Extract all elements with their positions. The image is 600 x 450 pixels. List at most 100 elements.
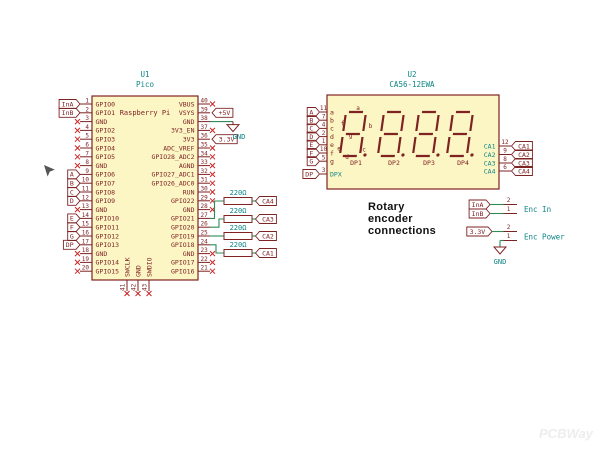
pin-number: 8 — [85, 159, 89, 166]
digit-dp-label: DP1 — [350, 159, 362, 167]
global-label-shape — [468, 208, 491, 219]
noconnect-x — [209, 250, 216, 257]
gnd-symbol — [225, 124, 241, 133]
noconnect-x — [209, 171, 216, 178]
global-label-shape — [254, 196, 277, 206]
pin-name: GPIO6 — [96, 171, 116, 179]
resistor-body — [223, 197, 253, 205]
pin-name: GPIO7 — [96, 180, 116, 188]
noconnect-x — [74, 145, 81, 151]
noconnect-x — [74, 153, 81, 160]
global-label-shape — [58, 99, 81, 109]
pin-name: b — [330, 117, 334, 125]
segment — [400, 115, 405, 131]
noconnect-x — [209, 153, 216, 160]
pin-name: GPIO3 — [96, 136, 116, 144]
global-label-shape — [306, 107, 321, 117]
pin-number: 22 — [201, 256, 209, 263]
wire — [210, 200, 224, 219]
u1-body — [91, 95, 199, 281]
global-label-text: CA1 — [262, 249, 274, 257]
pin-name: GND — [96, 250, 108, 258]
pin-name: GND — [135, 265, 143, 277]
global-label-text: CA4 — [518, 167, 530, 175]
segment — [435, 115, 440, 131]
pin-name: GPIO27_ADC1 — [151, 171, 194, 179]
resistor-value: 220Ω — [230, 207, 247, 215]
global-label-text: F — [70, 224, 74, 232]
pin-number: 2 — [85, 106, 89, 113]
global-label-text: D — [309, 133, 313, 141]
resistor-body — [223, 215, 253, 223]
global-label-shape — [468, 199, 491, 210]
pin-number: 34 — [201, 150, 209, 157]
pin-name: VBUS — [179, 100, 195, 108]
pin-number: 32 — [201, 168, 209, 175]
segment — [415, 115, 420, 131]
mouse-cursor-icon — [44, 165, 55, 177]
pin-name: GPIO22 — [171, 197, 195, 205]
segment-letter: e — [337, 146, 341, 153]
pin-name: GPIO4 — [96, 144, 116, 152]
global-label-shape — [67, 187, 81, 197]
seven-segment-digit — [446, 110, 474, 158]
segment-letter: d — [345, 154, 349, 161]
watermark: PCBWay — [539, 426, 594, 441]
global-label-text: InA — [62, 100, 74, 108]
noconnect-x — [209, 162, 216, 169]
seven-segment-digit — [412, 110, 440, 158]
pin-name: GPIO5 — [96, 153, 116, 161]
pin-name: f — [330, 149, 334, 157]
note-line-2: encoder — [368, 213, 413, 225]
pin-number: 12 — [501, 139, 509, 146]
noconnect-x — [124, 290, 130, 297]
pin-name: GPIO16 — [171, 268, 195, 276]
pin-name: ADC_VREF — [163, 144, 194, 152]
noconnect-x — [209, 259, 216, 266]
pin-name: GND — [96, 206, 108, 214]
noconnect-x — [74, 136, 81, 143]
noconnect-x — [209, 101, 216, 107]
enc-power-net-label: Enc Power — [524, 233, 565, 242]
pin-number: 26 — [201, 221, 209, 228]
pin-number: 27 — [201, 212, 209, 219]
note-line-1: Rotary — [368, 201, 405, 213]
u2-ref: U2 — [407, 70, 416, 79]
noconnect-x — [135, 290, 141, 297]
pin-name: GPIO21 — [171, 215, 195, 223]
global-label-text: C — [70, 188, 74, 196]
resistor-value: 220Ω — [230, 224, 247, 232]
pin-number: 11 — [320, 105, 328, 112]
pin-name: CA3 — [484, 159, 496, 167]
encoder-gnd-label: GND — [494, 258, 507, 266]
pin-number: 2 — [322, 130, 326, 137]
decimal-point — [470, 153, 474, 157]
u1-body-label: Raspberry Pi — [120, 109, 171, 117]
pin-number: 19 — [82, 256, 90, 263]
pin-name: e — [330, 141, 334, 149]
global-label-shape — [306, 115, 321, 126]
pin-name: SWDIO — [146, 257, 154, 277]
decimal-point — [401, 153, 405, 157]
global-label-shape — [67, 222, 81, 233]
segment-letter: f — [341, 121, 345, 128]
pin-name: GPIO10 — [96, 215, 120, 223]
pin-name: GPIO13 — [96, 241, 120, 249]
pin-name: CA4 — [484, 167, 496, 175]
global-label-shape — [62, 239, 81, 250]
pin-number: 42 — [131, 283, 138, 291]
global-label-text: CA1 — [518, 142, 530, 150]
digit-dp-label: DP4 — [457, 159, 469, 167]
pin-name: a — [330, 108, 334, 116]
pin-number: 10 — [320, 146, 328, 153]
segment — [377, 137, 382, 153]
enc-in-net-label: Enc In — [524, 205, 551, 214]
pin-name: VSYS — [179, 109, 195, 117]
u1-value: Pico — [136, 80, 155, 89]
segment-letter: a — [356, 105, 360, 112]
global-label-text: CA2 — [518, 151, 530, 159]
pin-name: c — [330, 125, 334, 133]
global-label-text: G — [70, 232, 74, 240]
global-label-shape — [306, 139, 321, 150]
